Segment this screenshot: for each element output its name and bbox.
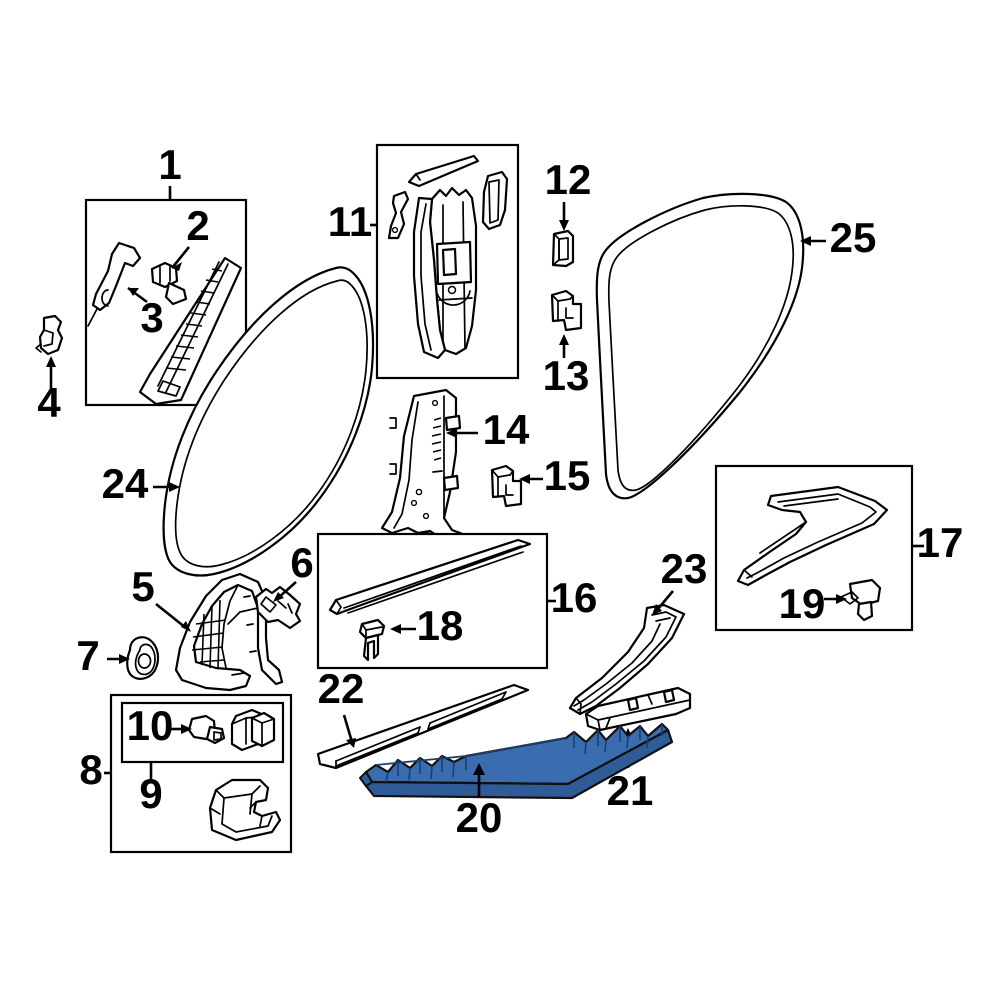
part-shape-21 bbox=[584, 686, 692, 732]
callout-label-17: 17 bbox=[917, 519, 964, 566]
part-shape-11-rod bbox=[407, 154, 480, 188]
part-shape-8-bracket bbox=[208, 778, 282, 842]
callout-label-11: 11 bbox=[328, 198, 372, 245]
part-group-8[interactable]: 8 9 10 bbox=[79, 693, 293, 854]
callout-label-20: 20 bbox=[456, 794, 503, 841]
part-group-15[interactable]: 15 bbox=[490, 452, 591, 508]
part-shape-1-pillar-trim bbox=[138, 256, 243, 406]
part-group-22[interactable]: 22 bbox=[316, 665, 530, 770]
part-group-5[interactable]: 5 bbox=[131, 563, 284, 692]
part-group-6[interactable]: 6 bbox=[254, 539, 314, 630]
arrowhead-5 bbox=[181, 621, 191, 632]
part-group-1[interactable]: 2 3 bbox=[84, 186, 248, 407]
leader-5 bbox=[155, 602, 187, 630]
arrowhead-25 bbox=[800, 236, 811, 246]
leader-23 bbox=[656, 590, 674, 611]
callout-label-25: 25 bbox=[830, 214, 877, 261]
callout-label-10: 10 bbox=[127, 702, 174, 749]
part-group-12[interactable]: 12 bbox=[545, 156, 592, 268]
arrowhead-7 bbox=[119, 654, 130, 664]
part-shape-3-clip bbox=[87, 241, 142, 327]
part-shape-7 bbox=[126, 636, 160, 680]
part-shape-13 bbox=[550, 289, 583, 332]
callout-label-2: 2 bbox=[186, 202, 209, 249]
callout-label-7: 7 bbox=[76, 632, 99, 679]
arrowhead-18 bbox=[390, 624, 401, 634]
leader-22 bbox=[342, 714, 354, 743]
part-group-20[interactable]: 20 bbox=[359, 722, 674, 841]
part-shape-6 bbox=[254, 585, 302, 630]
part-group-17[interactable]: 17 19 bbox=[714, 464, 964, 632]
callout-label-3: 3 bbox=[140, 294, 163, 341]
arrowhead-14 bbox=[446, 428, 457, 438]
arrowhead-20 bbox=[473, 763, 485, 775]
part-shape-20-highlighted bbox=[359, 722, 674, 800]
callout-label-19: 19 bbox=[779, 580, 826, 627]
callout-label-8: 8 bbox=[79, 746, 102, 793]
part-group-11[interactable]: 11 bbox=[328, 143, 520, 380]
arrowhead-3 bbox=[128, 288, 139, 296]
callout-label-13: 13 bbox=[543, 352, 590, 399]
part-shape-11-block bbox=[481, 170, 509, 231]
callout-label-15: 15 bbox=[544, 452, 591, 499]
callout-label-6: 6 bbox=[290, 539, 313, 586]
arrowhead-6 bbox=[273, 592, 284, 602]
part-shape-4 bbox=[35, 314, 64, 356]
part-shape-25-weatherstrip bbox=[595, 192, 805, 500]
part-shape-10-sleeve bbox=[187, 714, 226, 745]
callout-label-22: 22 bbox=[318, 665, 365, 712]
part-shape-19-clip bbox=[840, 578, 882, 622]
arrowhead-12 bbox=[559, 220, 569, 231]
part-group-13[interactable]: 13 bbox=[543, 289, 590, 399]
part-shape-2-bolt bbox=[150, 261, 188, 306]
callout-label-5: 5 bbox=[131, 563, 154, 610]
callout-label-9: 9 bbox=[139, 770, 162, 817]
part-shape-11-pillar-body bbox=[412, 186, 478, 360]
part-group-24[interactable]: 24 bbox=[102, 266, 375, 577]
part-shape-11-small-clip bbox=[387, 190, 410, 240]
arrowhead-2 bbox=[172, 262, 182, 271]
part-shape-23 bbox=[568, 603, 686, 716]
part-shape-5 bbox=[174, 572, 284, 692]
leader-2 bbox=[170, 246, 191, 269]
part-group-4[interactable]: 4 bbox=[35, 314, 64, 426]
arrowhead-10 bbox=[181, 724, 192, 734]
part-shape-15 bbox=[490, 464, 523, 508]
arrowhead-23 bbox=[652, 604, 662, 615]
arrowhead-13 bbox=[559, 334, 569, 345]
part-shape-17-sill-trim bbox=[736, 485, 889, 587]
part-group-7[interactable]: 7 bbox=[76, 632, 160, 680]
callout-label-16: 16 bbox=[551, 574, 598, 621]
callout-label-24: 24 bbox=[102, 460, 149, 507]
part-shape-18-clip bbox=[358, 618, 386, 662]
arrowhead-19 bbox=[836, 594, 847, 604]
callout-label-23: 23 bbox=[661, 545, 708, 592]
part-shape-12 bbox=[551, 229, 575, 268]
part-shape-16-sill-plate bbox=[328, 538, 532, 616]
callout-label-14: 14 bbox=[483, 406, 530, 453]
arrowhead-24 bbox=[169, 482, 180, 492]
callout-label-12: 12 bbox=[545, 156, 592, 203]
part-group-25[interactable]: 25 bbox=[595, 192, 877, 500]
part-group-16[interactable]: 16 18 bbox=[316, 532, 598, 670]
part-shape-24-weatherstrip bbox=[162, 266, 375, 577]
arrowhead-22 bbox=[346, 738, 356, 748]
callout-label-1: 1 bbox=[158, 141, 181, 188]
callout-label-18: 18 bbox=[417, 602, 464, 649]
part-group-23[interactable]: 23 bbox=[568, 545, 708, 716]
arrowhead-4 bbox=[46, 356, 56, 367]
part-shape-10-socket bbox=[230, 708, 276, 752]
arrowhead-15 bbox=[519, 474, 530, 484]
callout-label-4: 4 bbox=[37, 379, 61, 426]
